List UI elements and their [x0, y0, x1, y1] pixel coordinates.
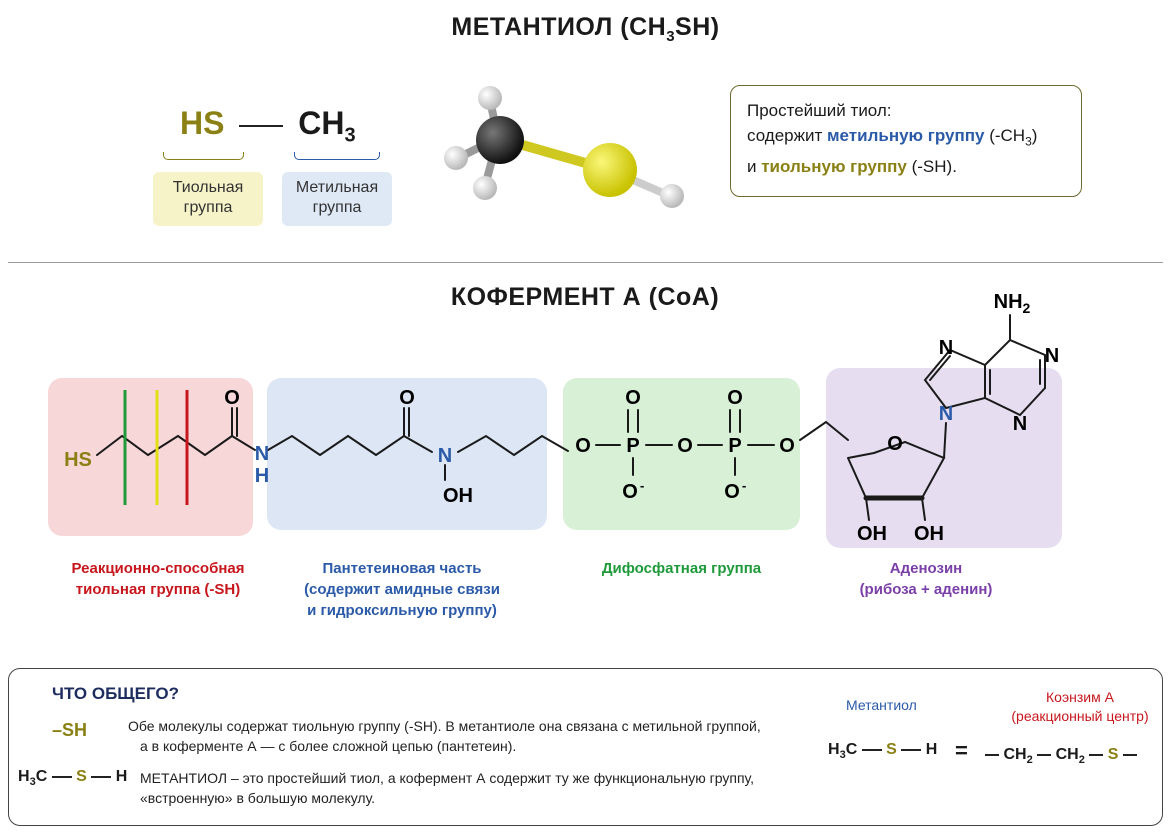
- phosphate-o-atom: O: [727, 387, 743, 409]
- carbonyl-o-atom: O: [224, 387, 240, 409]
- right-label-methanethiol: Метантиол: [846, 697, 917, 713]
- phosphorus-atom: P: [728, 435, 741, 457]
- amide-h-atom: H: [255, 465, 269, 487]
- phosphate-o-minus-atom: O: [622, 481, 638, 503]
- hydrogen-atom: [444, 146, 468, 170]
- diphosphate-region: [563, 378, 800, 530]
- n1-atom: N: [1045, 345, 1059, 367]
- methanethiol-note: Простейший тиол: содержит метильную груп…: [730, 85, 1082, 197]
- methanethiol-title: МЕТАНТИОЛ (CH3SH): [451, 13, 720, 45]
- thiol-brace: [163, 152, 244, 160]
- methanethiol-formula: HS CH3: [180, 105, 356, 147]
- n7-atom: N: [939, 337, 953, 359]
- right-label-coa: Коэнзим А (реакционный центр): [1011, 689, 1149, 724]
- hydrogen-atom: [478, 86, 502, 110]
- pantetheine-caption: Пантетеиновая часть (содержит амидные св…: [304, 560, 500, 619]
- ester-o-atom: O: [779, 435, 795, 457]
- formula-bond: [239, 124, 284, 127]
- equals-sign: =: [955, 738, 968, 763]
- section-divider: [8, 262, 1163, 263]
- phosphate-o-atom: O: [625, 387, 641, 409]
- ribose-oh-left: OH: [857, 523, 887, 545]
- n9-atom: N: [939, 403, 953, 425]
- common-text-2: МЕТАНТИОЛ – это простейший тиол, а кофер…: [140, 770, 755, 806]
- amide-n2-atom: N: [438, 445, 452, 467]
- hydroxyl-atom: OH: [443, 485, 473, 507]
- common-title: ЧТО ОБЩЕГО?: [52, 684, 179, 703]
- minus-charge: -: [640, 478, 644, 493]
- nh2-group: NH2: [994, 291, 1031, 316]
- carbon-atom: [476, 116, 524, 164]
- methyl-group-label: Метильная группа: [282, 172, 392, 226]
- compare-methanethiol: H3C S H: [828, 741, 938, 762]
- phosphorus-atom: P: [626, 435, 639, 457]
- ring-o-atom: O: [887, 433, 903, 455]
- thiol-region: [48, 378, 253, 536]
- hs-atom: HS: [64, 449, 92, 471]
- hydrogen-atom: [473, 176, 497, 200]
- pantetheine-region: [267, 378, 547, 530]
- thiol-caption: Реакционно-способная тиольная группа (-S…: [71, 560, 245, 598]
- sulfur-atom: [583, 143, 637, 197]
- amide-n-atom: N: [255, 443, 269, 465]
- adenosine-caption: Аденозин (рибоза + аденин): [859, 560, 993, 598]
- formula-ch3: CH3: [298, 105, 356, 147]
- diphosphate-caption: Дифосфатная группа: [601, 560, 762, 577]
- formula-hs: HS: [180, 105, 225, 141]
- minus-charge: -: [742, 478, 746, 493]
- sh-label: –SH: [52, 720, 88, 740]
- compare-coa: CH2 CH2 S: [985, 746, 1137, 766]
- thiol-group-label: Тиольная группа: [153, 172, 263, 226]
- phosphate-o-minus-atom: O: [724, 481, 740, 503]
- hydrogen-atom: [660, 184, 684, 208]
- bridge-o-atom: O: [677, 435, 693, 457]
- carbonyl-o-atom: O: [399, 387, 415, 409]
- coa-structure: HS N H O O N OH O P O O O P O O O O OH O…: [64, 291, 1059, 545]
- methanethiol-mini-formula: H3C S H: [18, 768, 128, 789]
- n3-atom: N: [1013, 413, 1027, 435]
- methyl-brace: [294, 152, 380, 160]
- ribose-oh-right: OH: [914, 523, 944, 545]
- coa-title: КОФЕРМЕНТ А (CoA): [450, 283, 720, 311]
- methanethiol-3d-model: [444, 86, 684, 208]
- common-text-1: Обе молекулы содержат тиольную группу (-…: [128, 718, 761, 754]
- link-o-atom: O: [575, 435, 591, 457]
- common-panel: [8, 668, 1163, 826]
